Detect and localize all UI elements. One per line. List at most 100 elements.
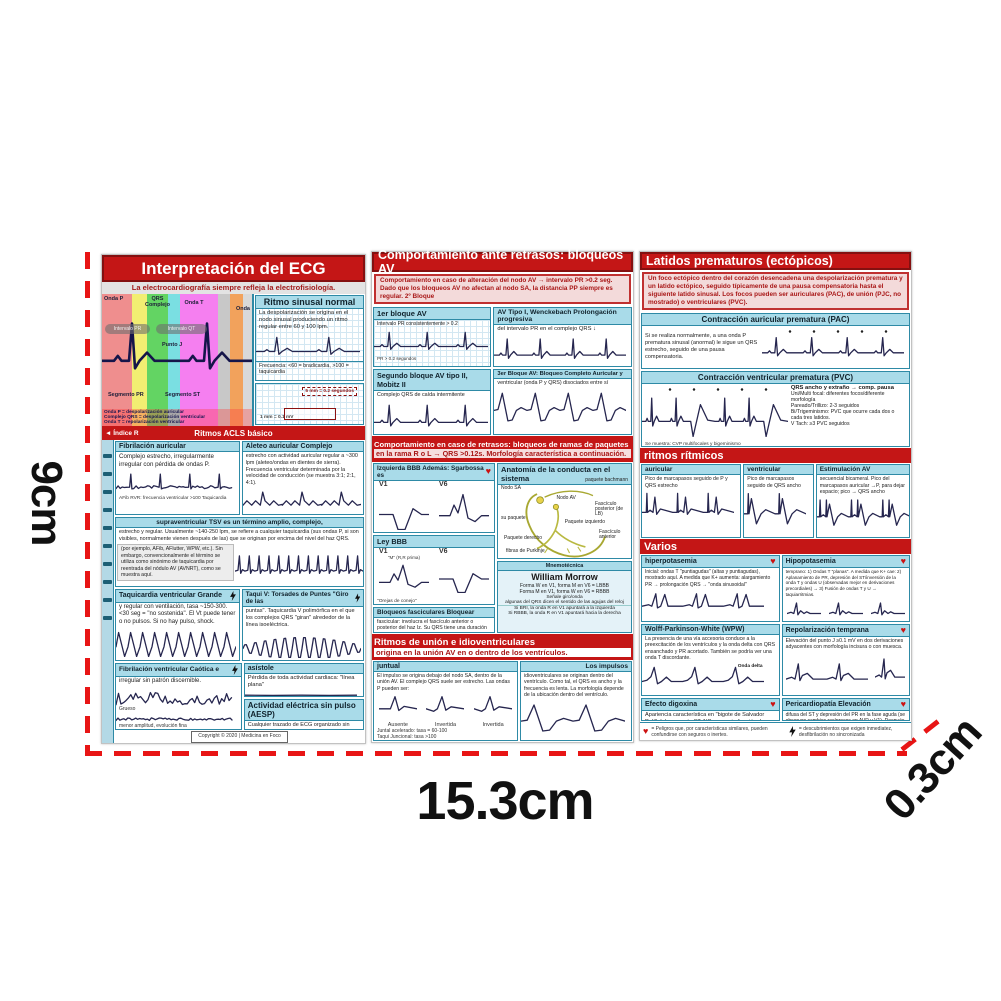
mobitz2-trace	[374, 404, 488, 427]
anatomy-label-left-bundle: Paquete izquierdo	[564, 518, 605, 525]
varios-grid: hiperpotasemia♥ Inicial: ondas T "puntia…	[640, 554, 911, 740]
heart-icon: ♥	[643, 726, 649, 736]
flutter-trace	[242, 491, 361, 506]
mnemonic-title: William Morrow	[531, 571, 598, 582]
hyperkalemia-trace	[642, 592, 764, 609]
paced-ventricular-trace	[744, 492, 807, 525]
anatomy-label-his-bundle: su paquete	[500, 514, 526, 521]
legend-qrs: Complejo QRS = despolarización ventricul…	[104, 415, 206, 420]
left-panel-title: Interpretación del ECG	[102, 255, 365, 282]
sinus-rhythm-trace	[256, 336, 360, 355]
pvc-point: Bi/Trigeminismo: PVC que ocurre cada dos…	[790, 409, 895, 421]
digoxin-title: Efecto digoxina	[645, 700, 698, 708]
label-pr-interval: Intervalo PR	[105, 324, 150, 334]
junctional-label-absent: Ausente	[387, 722, 408, 728]
width-dimension-label: 15.3cm	[416, 771, 594, 831]
pvc-caption: Se muestra: CVP multifocales y bigeminis…	[645, 442, 741, 447]
torsades-title: Taqui V: Torsades de Puntes "Giro de las	[245, 590, 349, 605]
fascicular-title: Bloqueos fasciculares Bloquear	[374, 607, 494, 618]
lbbb-title: Izquierda BBB Además: Sgarbossa es	[377, 464, 484, 479]
mid-panel-title-text: Comportamiento ante retrasos: bloqueos A…	[378, 248, 624, 276]
label-st-segment: Segmento ST	[165, 391, 201, 398]
paper-speed-box: 5 mm = 0.2 segundos 1 mm = 0.1 mV	[255, 383, 364, 425]
mnemonic-line: Forma M en V1, forma W en V6 = RBBB	[519, 588, 610, 595]
index-tab	[103, 544, 112, 548]
anatomy-label-sa-node: Nodo SA	[500, 484, 521, 491]
mobitz2-body: Complejo QRS de caída intermitente	[377, 392, 465, 399]
digoxin-box: Efecto digoxina♥ Apariencia característi…	[641, 697, 780, 721]
afib-box: Fibrilación auricular Complejo estrecho,…	[115, 441, 240, 515]
hypokalemia-title: Hipopotasemia	[785, 558, 836, 565]
paced-av-title: Estimulación AV	[816, 465, 909, 475]
svt-note: (por ejemplo, AFib, AFlutter, WPW, etc.)…	[117, 544, 234, 581]
index-tab-strip	[102, 440, 114, 743]
junctional-foot1: Juntal acelerado: tasa = 60-100	[377, 728, 448, 734]
third-degree-title: 3er Bloque AV: Bloqueo Completo Auricula…	[494, 370, 631, 380]
diagram-legend: Onda P = despolarización auricular Compl…	[102, 409, 252, 426]
flutter-body: estrecho con actividad auricular regular…	[245, 453, 358, 486]
heart-icon: ♥	[900, 698, 906, 709]
hypokalemia-trace1	[786, 602, 821, 616]
early-repol-box: Repolarización temprana♥ Elevación del p…	[781, 623, 910, 696]
bbb-right-col: Anatomía de la conducta en el sistema pa…	[496, 462, 633, 634]
row-kalemia: hiperpotasemia♥ Inicial: ondas T "puntia…	[640, 554, 911, 623]
mobitz1-box: AV Tipo I, Wenckebach Prolongación progr…	[493, 307, 632, 368]
heart-icon: ♥	[770, 698, 776, 709]
row-wpw-repol: Wolff-Parkinson-White (WPW) La presencia…	[640, 623, 911, 697]
aesp-title: Actividad eléctrica sin pulso (AESP)	[244, 699, 363, 721]
left-panel-subtitle: La electrocardiografía siempre refleja l…	[102, 282, 365, 294]
mid-panel-title: Comportamiento ante retrasos: bloqueos A…	[372, 248, 633, 276]
mobitz1-title: AV Tipo I, Wenckebach Prolongación progr…	[494, 308, 631, 325]
label-j-point: Punto J	[162, 342, 183, 348]
row-vt-torsades: Taquicardia ventricular Grande y regular…	[114, 588, 365, 662]
anatomy-box: Anatomía de la conducta en el sistema pa…	[496, 462, 632, 559]
index-tab	[103, 526, 112, 530]
heart-icon: ♥	[485, 466, 491, 477]
rbbb-v6-trace	[438, 573, 490, 594]
pvc-trace	[642, 397, 789, 438]
mobitz2-box: Segundo bloque AV tipo II, Mobitz II Com…	[373, 369, 492, 435]
vfib-coarse-trace	[116, 692, 233, 706]
mnemonic-line: Si RBBB, la onda R en V1 apuntará hacia …	[508, 610, 621, 616]
shock-icon	[231, 664, 238, 675]
vt-title: Taquicardia ventricular Grande	[119, 592, 222, 600]
pvc-point: V Tach: ≥3 PVC seguidos	[790, 421, 850, 427]
flutter-title: Aleteo auricular Complejo	[242, 442, 363, 452]
height-dimension-label: 9cm	[22, 460, 71, 546]
vfib-fine-caption: menor amplitud, evolución fina	[119, 723, 187, 729]
right-panel-title-text: Latidos prematuros (ectópicos)	[646, 254, 833, 268]
idioventricular-body: idioventriculares se originan dentro del…	[524, 672, 624, 699]
afib-title: Fibrilación auricular	[116, 442, 239, 452]
wpw-title: Wolff-Parkinson-White (WPW)	[642, 624, 779, 635]
torsades-body: puntas". Taquicardia V polimórfica en el…	[245, 607, 355, 628]
row-svt: supraventricular TSV es un término ampli…	[114, 516, 365, 588]
lbbb-v6-trace	[438, 493, 490, 523]
heart-icon: ♥	[900, 556, 906, 566]
paced-bar-label: ritmos rítmicos	[644, 449, 724, 462]
label-pr-segment: Segmento PR	[108, 391, 144, 398]
label-u-wave: Onda	[235, 306, 250, 312]
first-degree-trace	[374, 332, 488, 351]
anatomy-label-ant-fascicle: Fascículo anterior	[599, 528, 621, 541]
pericarditis-body: difusa del ST y depresión del PR en la f…	[785, 711, 905, 721]
junctional-label-inverted2: Invertida	[482, 722, 504, 728]
torsades-box: Taqui V: Torsades de Puntes "Giro de las…	[241, 588, 364, 661]
paper-speed-note-bottom: 1 mm = 0.1 mV	[260, 415, 294, 420]
index-tab	[103, 454, 112, 458]
rbbb-v6-label: V6	[438, 547, 448, 555]
row-vfib-asystole: Fibrilación ventricular Caótica e irregu…	[114, 662, 365, 731]
acls-bar: ◄ Índice R Ritmos ACLS básico	[102, 426, 365, 440]
vfib-body: irregular sin patrón discernible.	[119, 677, 202, 684]
idioventricular-trace	[521, 703, 625, 732]
bbb-main: Izquierda BBB Además: Sgarbossa es♥ V1 V…	[372, 462, 633, 634]
asystole-aesp-col: asístole Pérdida de toda actividad cardi…	[243, 662, 365, 731]
shock-icon	[354, 593, 360, 603]
aesp-box: Actividad eléctrica sin pulso (AESP) Cua…	[243, 698, 364, 730]
paced-ventricular-title: ventricular	[744, 465, 813, 475]
asystole-trace	[244, 694, 357, 696]
third-degree-trace	[494, 392, 627, 422]
anatomy-label-purkinje: fibras de Purkinje	[505, 548, 545, 555]
third-degree-box: 3er Bloque AV: Bloqueo Completo Auricula…	[493, 369, 632, 435]
mid-intro: Comportamiento en caso de alteración del…	[374, 274, 631, 304]
